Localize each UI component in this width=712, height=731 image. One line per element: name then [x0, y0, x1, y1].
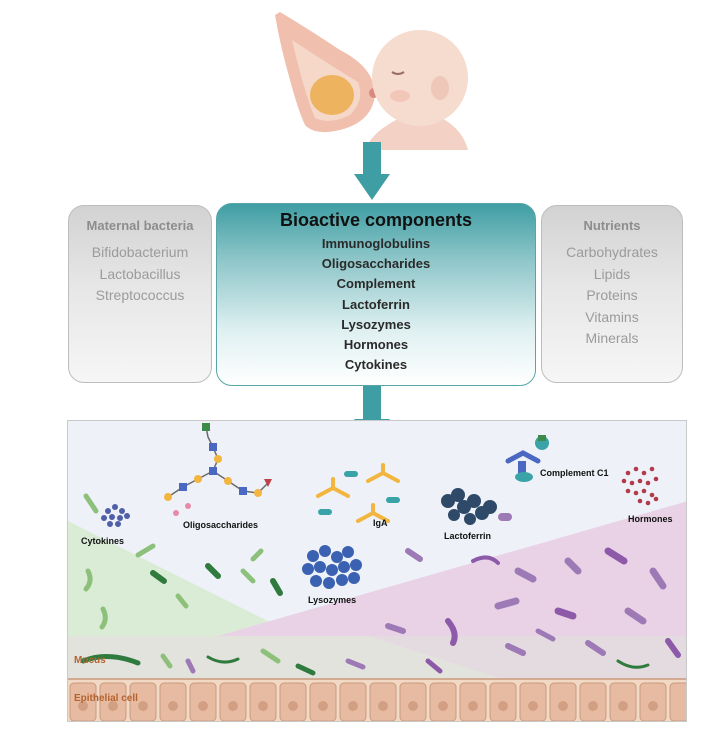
- list-item: Lysozymes: [341, 316, 411, 332]
- pink-region: [218, 501, 686, 636]
- list-item: Immunoglobulins: [321, 236, 431, 251]
- baby-cheek: [390, 90, 410, 102]
- oligosaccharides-label: Oligosaccharides: [183, 520, 259, 530]
- iga-chain: [318, 509, 332, 515]
- list-item: Streptococcus: [95, 287, 185, 303]
- gut-scene: [68, 423, 686, 721]
- bioactive-components-box: Bioactive components Immunoglobulins Oli…: [216, 203, 536, 386]
- maternal-bacteria-box: Maternal bacteria Bifidobacterium Lactob…: [68, 205, 212, 383]
- list-item: Minerals: [585, 330, 639, 346]
- nutrients-title: Nutrients: [583, 218, 641, 233]
- lactoferrin-icon: [441, 488, 497, 525]
- iga-chain: [344, 471, 358, 477]
- list-item: Lipids: [593, 265, 631, 282]
- maternal-bacteria-title: Maternal bacteria: [86, 218, 194, 233]
- nutrients-box: Nutrients Carbohydrates Lipids Proteins …: [541, 205, 683, 383]
- bioactive-title: Bioactive components: [279, 210, 473, 230]
- list-item: Carbohydrates: [566, 244, 658, 260]
- cytokines-label: Cytokines: [81, 536, 125, 546]
- arrow-down-icon: [354, 142, 390, 200]
- lactoferrin-rod: [498, 513, 512, 521]
- complement-c1-label: Complement C1: [540, 468, 609, 478]
- list-item: Oligosaccharides: [321, 256, 431, 272]
- list-item: Complement: [336, 276, 416, 292]
- iga-icon: [316, 463, 400, 523]
- iga-chain: [386, 497, 400, 503]
- purple-bacteria: [185, 547, 681, 674]
- green-bacteria: [80, 493, 316, 676]
- baby-ear: [431, 76, 449, 100]
- baby-eye: [391, 71, 405, 75]
- green-region: [68, 521, 298, 636]
- list-item: Vitamins: [585, 308, 639, 325]
- lysozymes-label: Lysozymes: [308, 595, 357, 605]
- pink-mucus-overlay: [368, 636, 686, 681]
- epithelial-cell-label: Epithelial cell: [74, 693, 138, 704]
- breastfeeding-illustration: [275, 12, 468, 150]
- list-item: Lactobacillus: [99, 265, 181, 282]
- lactoferrin-label: Lactoferrin: [444, 531, 492, 541]
- mammary-glands: [310, 75, 354, 115]
- cell-nuclei: [78, 701, 658, 711]
- baby-head: [372, 30, 468, 126]
- hormones-icon: [621, 466, 659, 506]
- oligosaccharides-icon: [164, 423, 272, 516]
- iga-label: IgA: [373, 518, 388, 528]
- mucus-label: Mucus: [74, 655, 106, 666]
- gut-panel: Cytokines Oligosaccharides IgA Complemen…: [67, 420, 687, 722]
- hormones-label: Hormones: [628, 514, 673, 524]
- lysozymes-icon: [302, 545, 362, 589]
- list-item: Hormones: [343, 337, 409, 353]
- list-item: Cytokines: [344, 357, 408, 373]
- complement-c1-icon: [505, 435, 549, 482]
- list-item: Lactoferrin: [342, 296, 410, 312]
- list-item: Bifidobacterium: [91, 244, 189, 260]
- cytokines-icon: [101, 504, 130, 527]
- list-item: Proteins: [586, 287, 638, 303]
